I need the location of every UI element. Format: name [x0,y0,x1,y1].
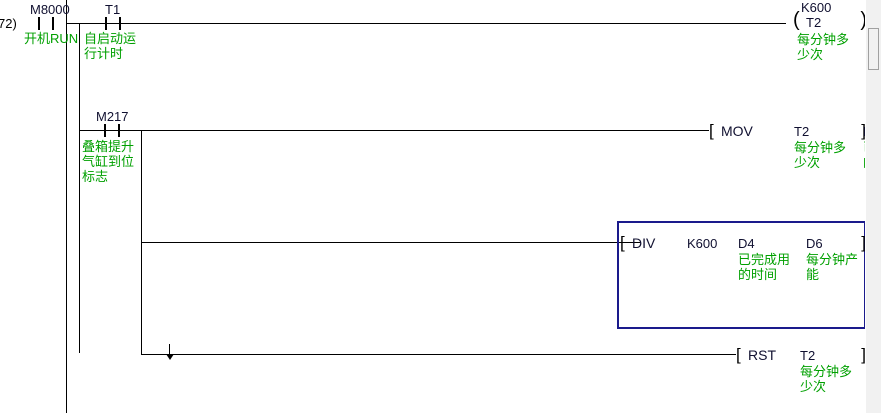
instruction-left-bracket: [ [736,345,741,364]
left-power-rail [66,0,67,413]
contact-t1-comment: 自启动运 行计时 [84,31,137,61]
rung-2-left-vertical-link [79,23,80,353]
instruction-rst-operand-1-comment: 每分钟多 少次 [800,364,853,394]
coil-right-paren: ) [860,9,867,31]
rung-2-rst-wire [141,354,736,355]
rung-1-wire [66,23,786,24]
insertion-caret-icon [165,344,174,360]
instruction-rst[interactable]: [ ] [736,345,866,365]
coil-t2-comment: 每分钟多 少次 [797,32,850,62]
instruction-div-operand-3-comment: 每分钟产 能 [806,252,859,282]
instruction-rst-name: RST [748,347,776,363]
contact-t1[interactable] [105,17,121,30]
rung-2-div-wire [141,242,641,243]
instruction-div-name: DIV [632,235,656,251]
instruction-mov-name: MOV [721,123,753,139]
instruction-mov-operand-1-comment: 每分钟多 少次 [794,140,847,170]
coil-t2[interactable]: ( ) [793,9,867,35]
contact-m217[interactable] [104,124,120,137]
instruction-rst-operand-1: T2 [800,348,816,363]
contact-m217-comment: 叠箱提升 气缸到位 标志 [82,139,135,184]
contact-t1-device: T1 [105,2,121,17]
coil-left-paren: ( [793,9,800,31]
contact-m217-device: M217 [96,109,129,124]
instruction-left-bracket: [ [620,233,625,252]
instruction-div-operand-1: K600 [687,236,718,251]
coil-t2-preset: K600 [801,0,832,15]
instruction-right-bracket: ] [861,345,866,364]
coil-t2-device: T2 [806,15,822,30]
contact-m8000-comment: 开机RUN [24,31,79,46]
instruction-mov-operand-1: T2 [794,124,810,139]
instruction-right-bracket: ] [861,121,866,140]
instruction-div[interactable]: [ ] [620,233,866,253]
instruction-mov[interactable]: [ ] [709,121,866,141]
instruction-div-operand-3: D6 [806,236,823,251]
scrollbar-thumb[interactable] [868,28,879,70]
instruction-left-bracket: [ [709,121,714,140]
contact-m8000[interactable] [38,17,54,30]
rung-2-mov-wire [79,130,709,131]
instruction-div-operand-2: D4 [738,236,755,251]
vertical-scrollbar[interactable] [865,0,881,413]
instruction-div-operand-2-comment: 已完成用 的时间 [738,252,791,282]
contact-m8000-device: M8000 [30,2,70,17]
step-number: 72) [0,16,17,31]
instruction-right-bracket: ] [861,233,866,252]
